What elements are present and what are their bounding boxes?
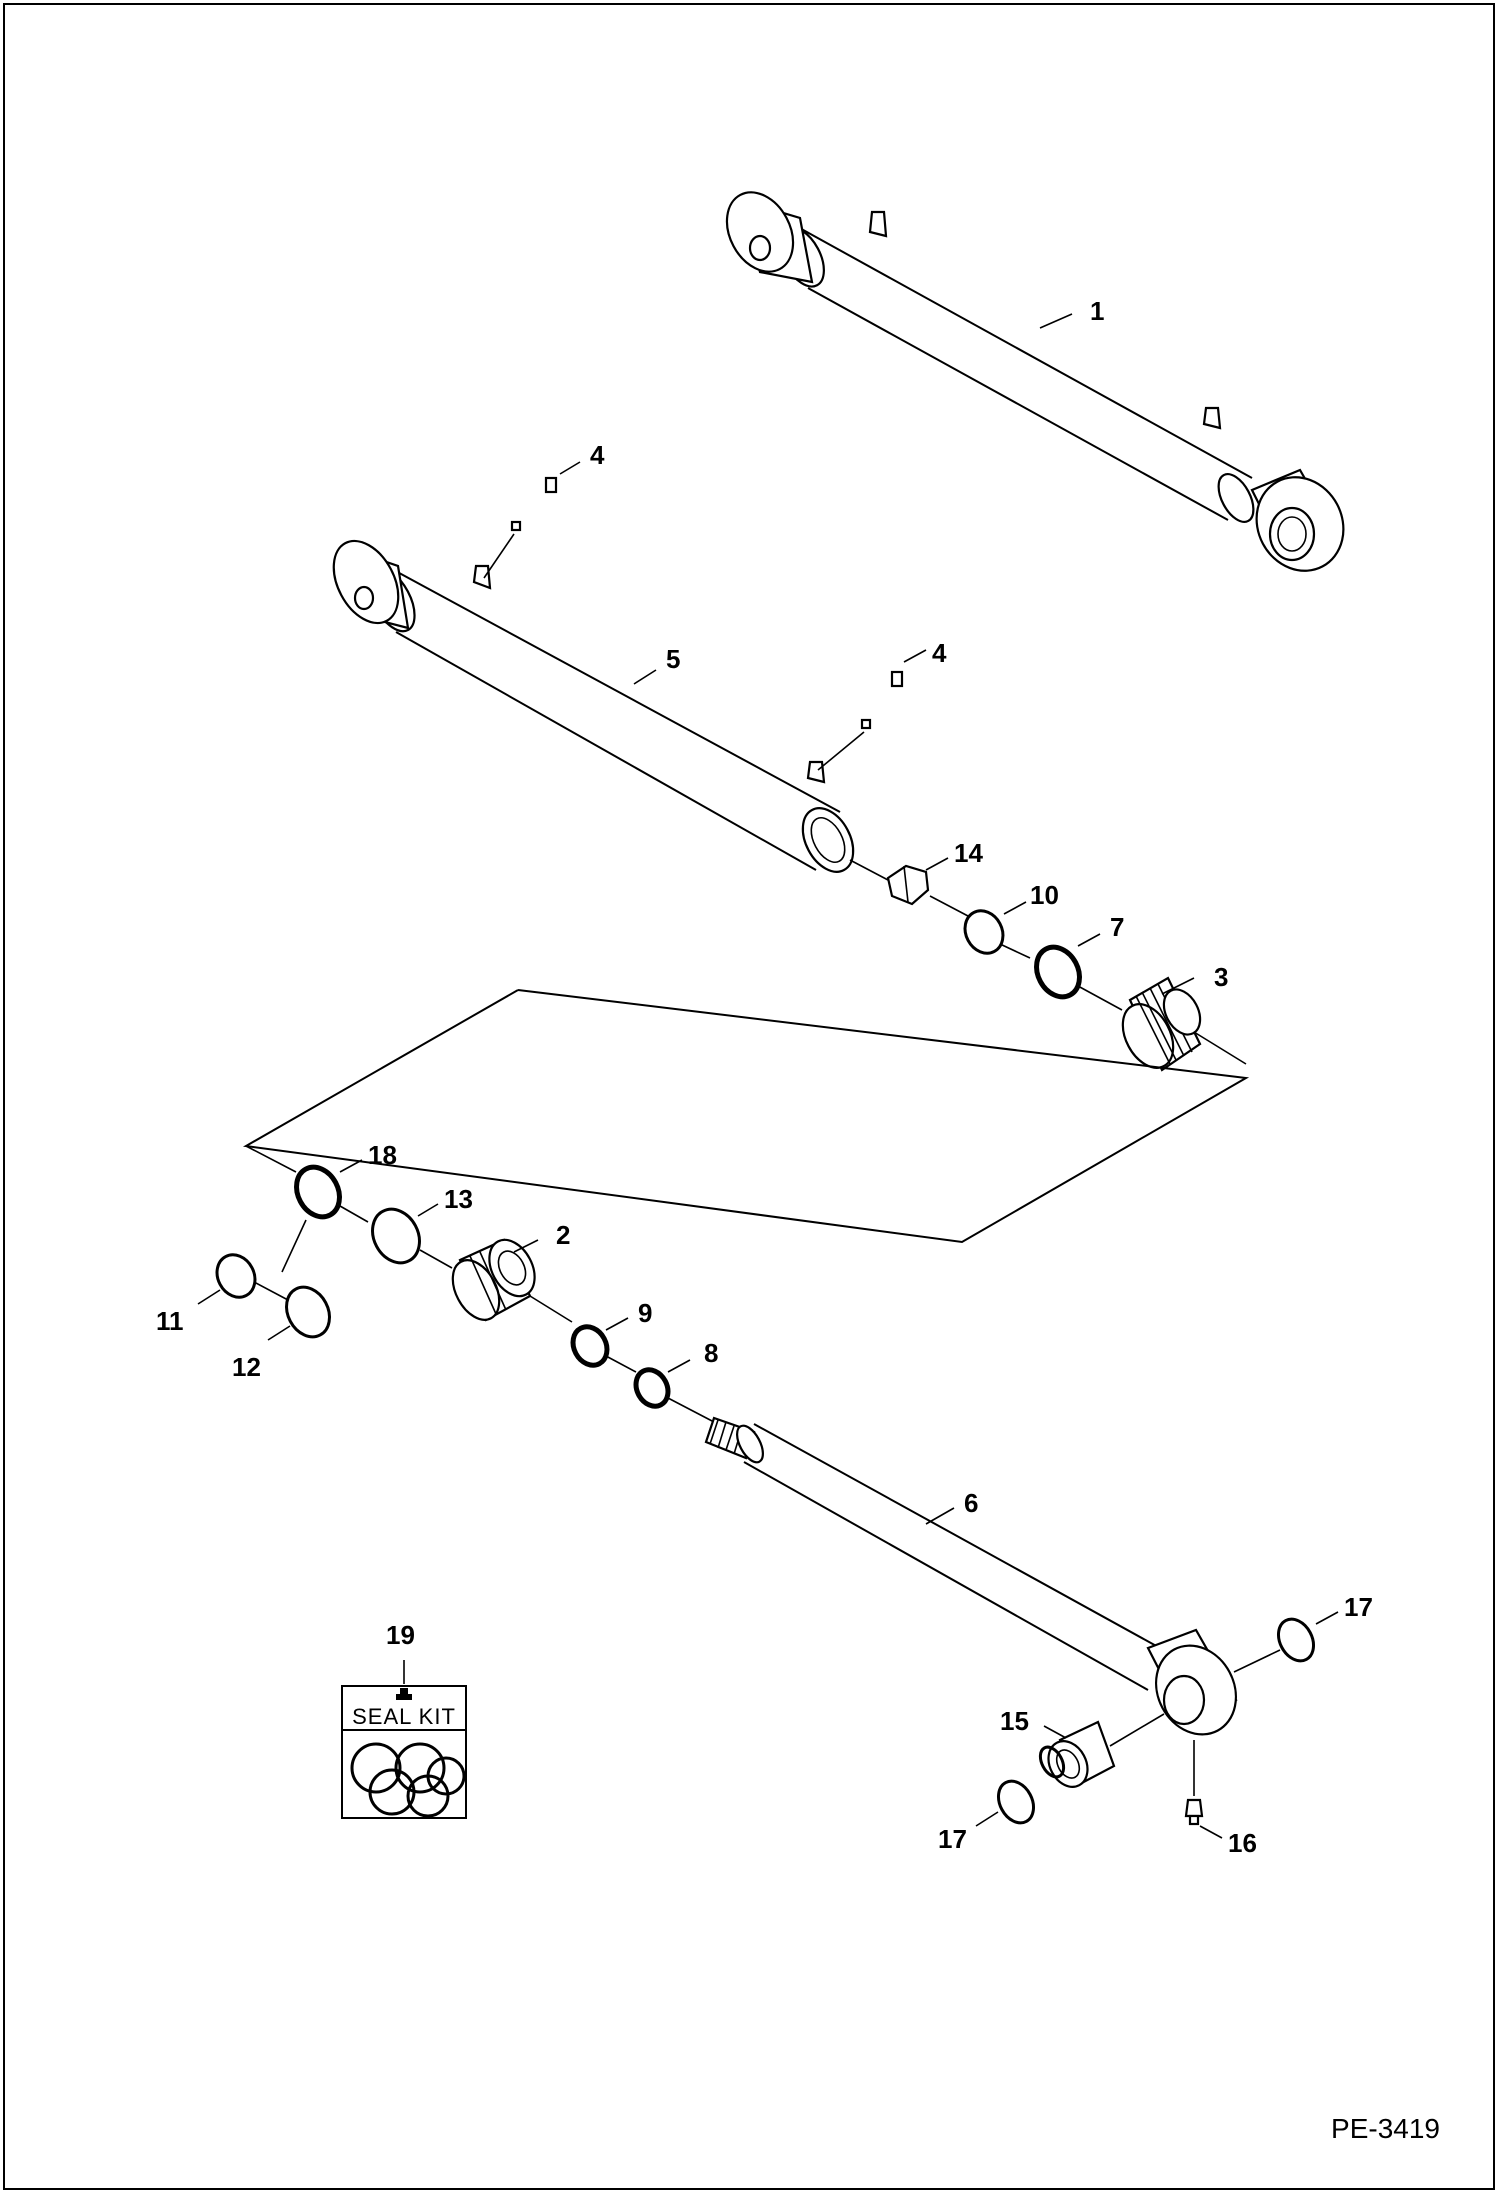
callout-numbers: 1 2 3 4 4 5 6 7 8 9 10 11 12 13 14 15 16… — [156, 296, 1373, 1858]
callout-9: 9 — [638, 1298, 652, 1328]
callout-4-upper: 4 — [590, 440, 605, 470]
callout-17-right: 17 — [1344, 1592, 1373, 1622]
callout-2: 2 — [556, 1220, 570, 1250]
port-plug-lower — [817, 670, 904, 771]
piston — [1121, 976, 1202, 1072]
grease-fitting — [1184, 1740, 1204, 1826]
callout-1: 1 — [1090, 296, 1104, 326]
callout-17-left: 17 — [938, 1824, 967, 1854]
callout-13: 13 — [444, 1184, 473, 1214]
seal-kit-label: SEAL KIT — [352, 1704, 456, 1729]
callout-7: 7 — [1110, 912, 1124, 942]
callout-19: 19 — [386, 1620, 415, 1650]
callout-16: 16 — [1228, 1828, 1257, 1858]
piston-rod — [704, 1416, 1238, 1736]
o-ring-11 — [215, 1253, 257, 1299]
callout-5: 5 — [666, 644, 680, 674]
page-border — [3, 3, 1495, 2190]
callout-4-lower: 4 — [932, 638, 947, 668]
gland — [451, 1238, 536, 1322]
callout-10: 10 — [1030, 880, 1059, 910]
snap-ring-17-right — [1276, 1617, 1316, 1663]
cylinder-assembly — [725, 191, 1345, 572]
o-ring-13 — [371, 1207, 421, 1265]
callout-3: 3 — [1214, 962, 1228, 992]
drawing-reference-code: PE-3419 — [1331, 2113, 1440, 2144]
barrel — [332, 539, 855, 873]
callout-15: 15 — [1000, 1706, 1029, 1736]
snap-ring-17-left — [996, 1779, 1036, 1825]
callout-8: 8 — [704, 1338, 718, 1368]
callout-14: 14 — [954, 838, 983, 868]
bushing — [1038, 1720, 1116, 1788]
callout-12: 12 — [232, 1352, 261, 1382]
backup-ring-18 — [294, 1164, 342, 1220]
callout-18: 18 — [368, 1140, 397, 1170]
wear-ring-7 — [1034, 944, 1082, 1000]
group-bracket — [242, 989, 1250, 1244]
leader-lines — [197, 313, 1339, 1839]
wiper-8 — [633, 1367, 671, 1409]
o-ring-10 — [963, 909, 1005, 955]
callout-6: 6 — [964, 1488, 978, 1518]
backup-ring-12 — [285, 1285, 331, 1339]
seal-kit: SEAL KIT — [341, 1660, 467, 1819]
rod-seal-9 — [570, 1324, 610, 1368]
piston-nut — [886, 864, 930, 906]
port-plug-upper — [483, 476, 558, 579]
callout-11: 11 — [156, 1306, 184, 1336]
